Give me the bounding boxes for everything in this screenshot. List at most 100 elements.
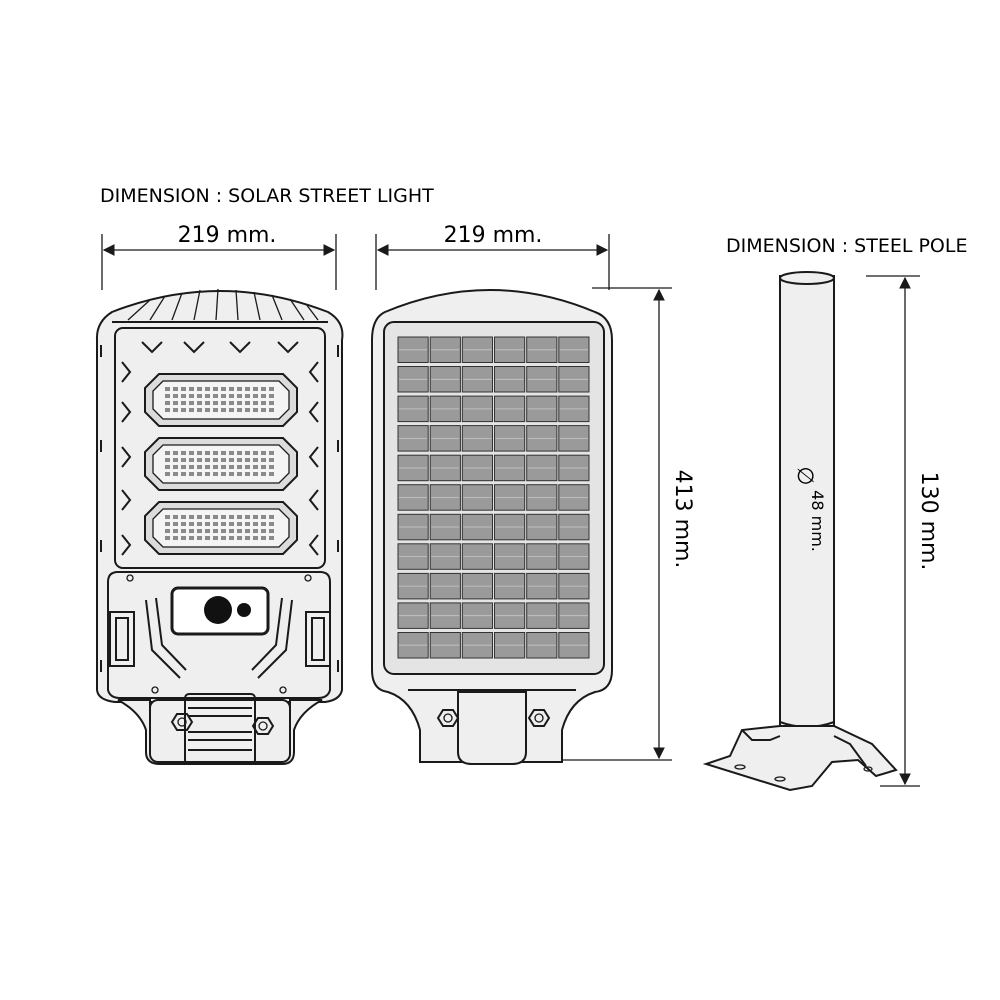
steel-pole: ∅ 48 mm. [702, 271, 898, 792]
led-chip [197, 451, 202, 455]
led-chip [221, 458, 226, 462]
led-chip [213, 465, 218, 469]
diameter-symbol: ∅ [792, 466, 817, 485]
led-chip [229, 401, 234, 405]
led-chip [197, 522, 202, 526]
led-module [144, 501, 298, 555]
led-chip [205, 408, 210, 412]
led-chip [237, 458, 242, 462]
led-chip [165, 472, 170, 476]
led-module [144, 437, 298, 491]
led-chip [165, 529, 170, 533]
led-chip [221, 465, 226, 469]
led-chip [205, 529, 210, 533]
led-chip [253, 522, 258, 526]
led-chip [173, 536, 178, 540]
led-chip [173, 458, 178, 462]
led-chip [197, 465, 202, 469]
led-chip [205, 458, 210, 462]
led-chip [165, 515, 170, 519]
led-chip [189, 387, 194, 391]
led-chip [181, 394, 186, 398]
led-chip [269, 529, 274, 533]
led-chip [197, 408, 202, 412]
led-chip [189, 515, 194, 519]
led-chip [229, 387, 234, 391]
led-chip [269, 451, 274, 455]
led-chip [189, 408, 194, 412]
led-chip [229, 522, 234, 526]
motion-sensor-icon [204, 596, 232, 624]
led-chip [253, 465, 258, 469]
led-chip [245, 458, 250, 462]
pole-height-dimension: 130 mm. [866, 275, 941, 787]
led-chip [165, 394, 170, 398]
led-chip [213, 472, 218, 476]
led-chip [237, 401, 242, 405]
led-chip [269, 515, 274, 519]
led-chip [261, 522, 266, 526]
led-chip [181, 401, 186, 405]
led-chip [253, 529, 258, 533]
led-chip [229, 394, 234, 398]
led-chip [245, 515, 250, 519]
led-chip [197, 387, 202, 391]
led-chip [245, 451, 250, 455]
led-chip [181, 387, 186, 391]
led-chip [229, 465, 234, 469]
led-chip [245, 536, 250, 540]
led-chip [237, 472, 242, 476]
led-chip [229, 408, 234, 412]
led-chip [261, 387, 266, 391]
led-chip [165, 408, 170, 412]
led-chip [261, 451, 266, 455]
steel-pole-title: DIMENSION : STEEL POLE [726, 235, 967, 257]
led-chip [269, 394, 274, 398]
led-chip [197, 394, 202, 398]
led-chip [269, 458, 274, 462]
led-chip [245, 472, 250, 476]
led-chip [245, 522, 250, 526]
led-chip [261, 458, 266, 462]
led-chip [253, 451, 258, 455]
led-chip [229, 451, 234, 455]
led-chip [205, 536, 210, 540]
led-chip [253, 408, 258, 412]
led-chip [165, 387, 170, 391]
led-chip [229, 458, 234, 462]
led-chip [181, 536, 186, 540]
led-chip [181, 408, 186, 412]
nut-icon [170, 713, 194, 731]
led-chip [261, 515, 266, 519]
led-chip [229, 515, 234, 519]
led-chip [237, 465, 242, 469]
led-chip [213, 529, 218, 533]
led-chip [221, 529, 226, 533]
led-chip [261, 536, 266, 540]
led-chip [197, 529, 202, 533]
led-chip [181, 529, 186, 533]
led-chip [213, 522, 218, 526]
led-chip [221, 451, 226, 455]
led-chip [213, 387, 218, 391]
led-chip [213, 451, 218, 455]
led-chip [173, 522, 178, 526]
led-chip [221, 394, 226, 398]
led-chip [205, 472, 210, 476]
led-chip [253, 387, 258, 391]
led-chip [205, 401, 210, 405]
led-chip [221, 387, 226, 391]
front-width-dimension: 219 mm. [101, 223, 337, 290]
led-chip [245, 401, 250, 405]
led-chip [269, 408, 274, 412]
led-chip [221, 408, 226, 412]
led-chip [269, 401, 274, 405]
led-chip [237, 408, 242, 412]
led-chip [189, 522, 194, 526]
led-chip [269, 387, 274, 391]
street-light-back-view [371, 289, 613, 765]
led-chip [173, 451, 178, 455]
led-chip [181, 458, 186, 462]
led-chip [237, 394, 242, 398]
led-chip [237, 536, 242, 540]
